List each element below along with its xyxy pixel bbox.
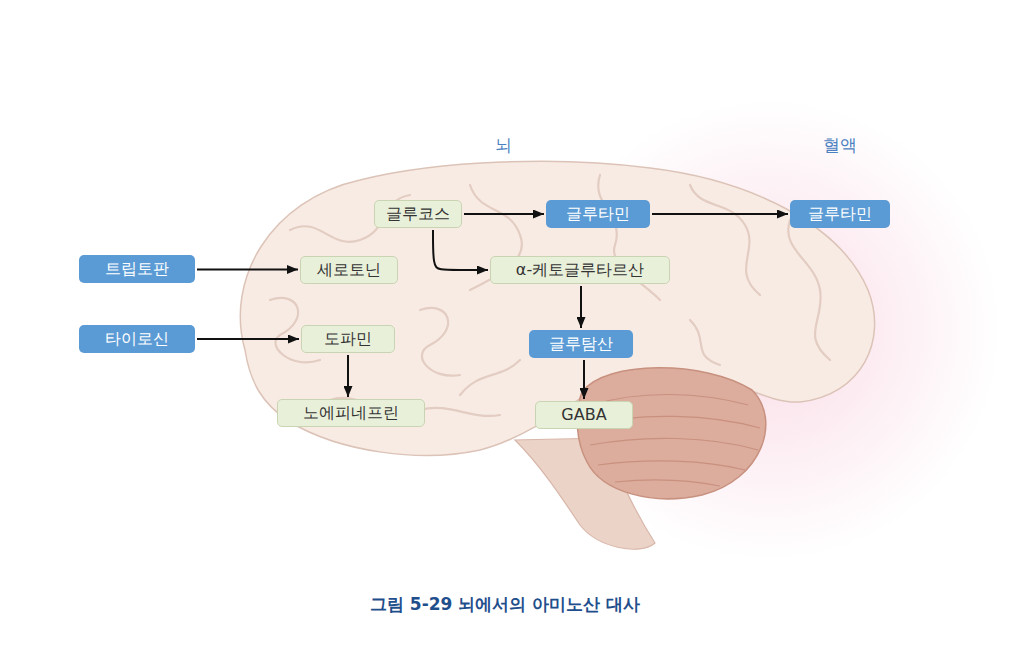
arrow-connector (652, 213, 788, 215)
arrow-connector (197, 338, 299, 340)
node-label: 글루타민 (808, 206, 872, 222)
node-label: 도파민 (324, 331, 372, 347)
gyri (270, 175, 830, 416)
amino-acid-box: 글루타민 (790, 200, 890, 228)
node-label: 글루코스 (386, 206, 450, 222)
node-label: 세로토닌 (317, 262, 381, 278)
arrow-connector (347, 355, 349, 397)
cerebrum (240, 161, 874, 455)
metabolite-box: α-케토글루타르산 (490, 256, 670, 284)
arrow-connector (583, 360, 585, 399)
region-label: 뇌 (495, 134, 512, 157)
node-label: GABA (561, 407, 606, 423)
metabolite-box: 노에피네프린 (277, 399, 425, 427)
arrow-connector (464, 213, 544, 215)
arrow-connector (580, 286, 582, 328)
amino-acid-box: 타이로신 (79, 325, 195, 353)
node-label: 트립토판 (105, 261, 169, 277)
arrow-connector (197, 269, 298, 271)
amino-acid-box: 트립토판 (79, 255, 195, 283)
cerebellum (577, 368, 766, 499)
arrow-connector (433, 230, 488, 270)
node-label: 노에피네프린 (303, 405, 399, 421)
metabolite-box: 글루코스 (374, 200, 462, 228)
metabolite-box: GABA (535, 401, 633, 429)
metabolite-box: 도파민 (301, 325, 395, 353)
amino-acid-box: 글루타민 (546, 200, 650, 228)
amino-acid-box: 글루탐산 (529, 330, 633, 358)
region-label: 혈액 (823, 134, 857, 157)
node-label: α-케토글루타르산 (516, 262, 644, 278)
figure-caption: 그림 5-29 뇌에서의 아미노산 대사 (370, 593, 640, 616)
metabolite-box: 세로토닌 (300, 256, 398, 284)
node-label: 타이로신 (105, 331, 169, 347)
node-label: 글루탐산 (549, 336, 613, 352)
node-label: 글루타민 (566, 206, 630, 222)
